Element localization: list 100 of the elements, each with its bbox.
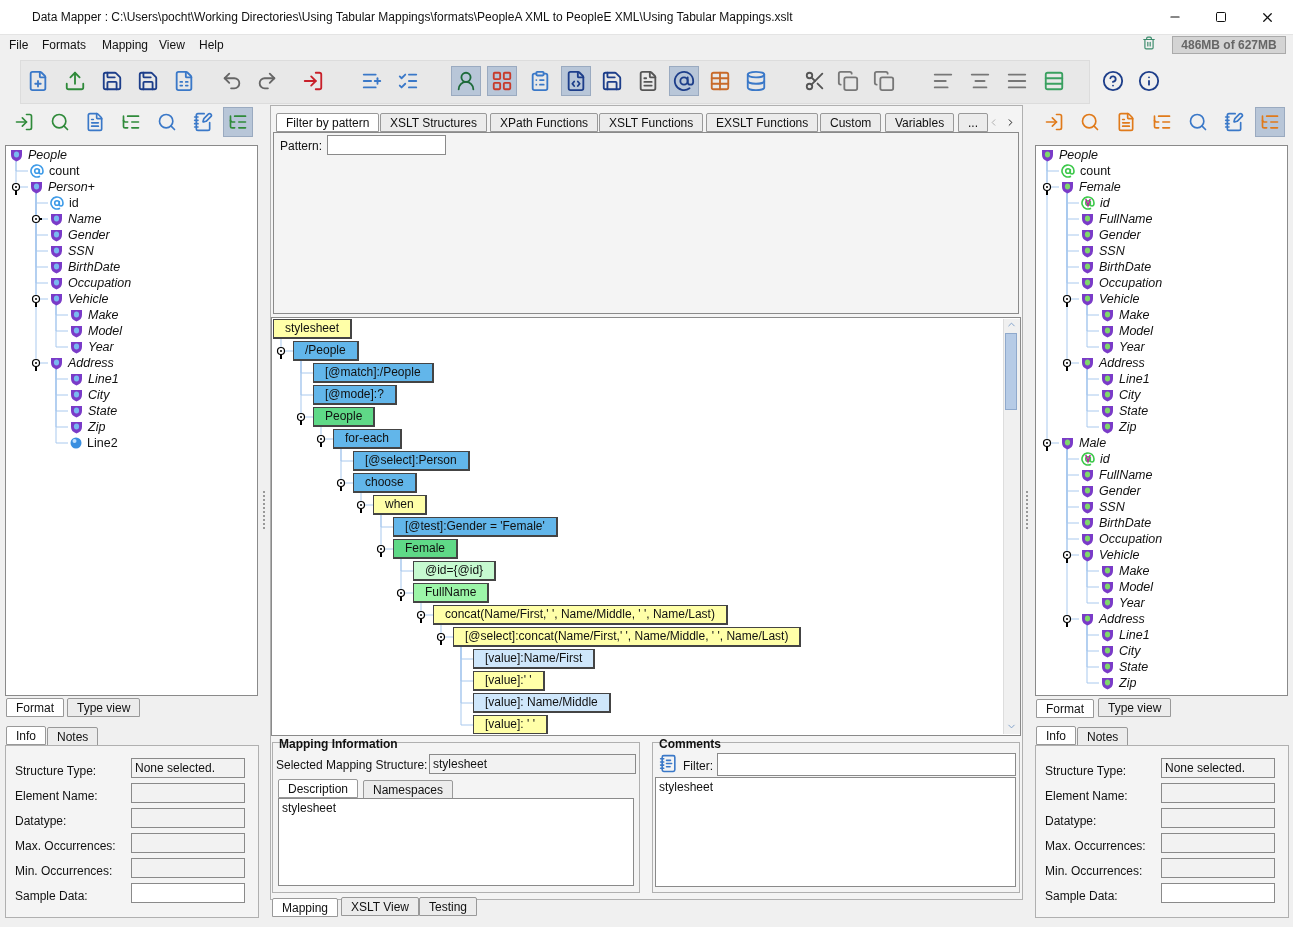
tab: XSLT View bbox=[341, 897, 420, 916]
element-name: SSN bbox=[1099, 244, 1125, 258]
field-label: Sample Data: bbox=[1045, 889, 1118, 903]
element-name: State bbox=[1119, 404, 1149, 418]
mapping-node-box: [@select]:concat(Name/First,' ', Name/Middle, ' ', Name/Last) bbox=[453, 627, 802, 647]
mapping-node-box: for-each bbox=[333, 429, 403, 449]
field-label: Min. Occurrences: bbox=[1045, 864, 1143, 878]
tree-item bbox=[48, 259, 121, 275]
tab: Info bbox=[6, 726, 46, 745]
menu-item: View bbox=[159, 38, 185, 52]
tree-item bbox=[1079, 195, 1110, 211]
tab: Mapping bbox=[272, 898, 339, 917]
tree-item bbox=[48, 211, 102, 227]
tree-line bbox=[440, 624, 454, 638]
element-name: People bbox=[1059, 148, 1098, 162]
tree-item bbox=[1059, 163, 1111, 179]
element-name: Vehicle bbox=[68, 292, 109, 306]
element-name: SSN bbox=[1099, 500, 1125, 514]
element-name: Zip bbox=[1119, 420, 1137, 434]
mapping-node-box: [value]:Name/First bbox=[473, 649, 596, 669]
element-name: FullName bbox=[1099, 468, 1153, 482]
mapping-node-box: choose bbox=[353, 473, 417, 493]
tree-item bbox=[68, 387, 110, 403]
tab: Type view bbox=[67, 698, 141, 717]
tree-line bbox=[15, 160, 29, 188]
tree-item bbox=[1079, 243, 1125, 259]
tree-line bbox=[360, 492, 374, 506]
tree-item bbox=[48, 355, 114, 371]
mapping-node-box: [value]:' ' bbox=[473, 671, 545, 691]
element-name: id bbox=[1100, 196, 1110, 210]
tree-line bbox=[400, 558, 414, 594]
element-name: Make bbox=[88, 308, 119, 322]
tab: XPath Functions bbox=[490, 113, 599, 132]
tree-item bbox=[48, 275, 132, 291]
element-name: Male bbox=[1079, 436, 1107, 450]
tree-line bbox=[1086, 368, 1100, 428]
element-name: BirthDate bbox=[1099, 260, 1152, 274]
field-label: Pattern: bbox=[280, 139, 323, 153]
element-name: City bbox=[1119, 644, 1141, 658]
mapping-node-box: /People bbox=[293, 341, 359, 361]
element-name: Name bbox=[68, 212, 102, 226]
element-name: Vehicle bbox=[1099, 548, 1140, 562]
element-name: Occupation bbox=[1099, 276, 1163, 290]
tree-item bbox=[1079, 499, 1125, 515]
element-name: Vehicle bbox=[1099, 292, 1140, 306]
tree-item bbox=[8, 147, 67, 163]
tree-item bbox=[68, 307, 119, 323]
mapping-node-box: [@select]:Person bbox=[353, 451, 470, 471]
tree-line bbox=[55, 304, 69, 348]
element-name: State bbox=[88, 404, 118, 418]
element-name: Address bbox=[1099, 612, 1145, 626]
element-name: Model bbox=[1119, 580, 1154, 594]
tab: Format bbox=[6, 698, 64, 717]
element-name: Gender bbox=[1099, 228, 1141, 242]
element-name: Address bbox=[1099, 356, 1145, 370]
tree-line bbox=[1066, 192, 1080, 364]
element-name: Year bbox=[1119, 340, 1145, 354]
mapping-node-box: [@match]:/People bbox=[313, 363, 434, 383]
menu-item: Formats bbox=[42, 38, 86, 52]
tree-line bbox=[1066, 448, 1080, 620]
tab: Format bbox=[1036, 699, 1094, 718]
element-name: Female bbox=[1079, 180, 1121, 194]
mapping-node-box: @id={@id} bbox=[413, 561, 497, 581]
element-name: Line2 bbox=[87, 436, 118, 450]
tree-line bbox=[1086, 624, 1100, 684]
field-label: Structure Type: bbox=[1045, 764, 1127, 778]
tree-line bbox=[460, 646, 474, 726]
tree-line bbox=[1086, 304, 1100, 348]
memory-indicator: 486MB of 627MB bbox=[1172, 36, 1286, 54]
mapping-node-box: stylesheet bbox=[273, 319, 353, 339]
tree-line bbox=[1046, 160, 1060, 444]
tree-item bbox=[1099, 387, 1141, 403]
mapping-node-box: [value]: ' ' bbox=[473, 715, 548, 734]
element-name: count bbox=[49, 164, 80, 178]
text-area: stylesheet bbox=[655, 777, 1016, 887]
group-title: Comments bbox=[659, 737, 721, 751]
tree-item bbox=[28, 179, 95, 195]
tab: Info bbox=[1036, 726, 1076, 745]
text-field: None selected. bbox=[131, 758, 245, 778]
tree-item bbox=[1099, 371, 1150, 387]
tab: Filter by pattern bbox=[276, 113, 380, 132]
element-name: Person+ bbox=[48, 180, 95, 194]
tree-item bbox=[68, 435, 118, 451]
tree-line bbox=[380, 514, 394, 550]
tree-item bbox=[1079, 611, 1145, 627]
element-name: id bbox=[1100, 452, 1110, 466]
tree-item bbox=[1099, 643, 1141, 659]
tree-item bbox=[1079, 467, 1153, 483]
tab: XSLT Structures bbox=[380, 113, 487, 132]
tree-item bbox=[1079, 531, 1163, 547]
mapping-node-box: FullName bbox=[413, 583, 490, 603]
element-name: Zip bbox=[88, 420, 106, 434]
tree-item bbox=[1099, 579, 1154, 595]
element-name: count bbox=[1080, 164, 1111, 178]
tree-item bbox=[1079, 355, 1145, 371]
element-name: City bbox=[1119, 388, 1141, 402]
element-name: State bbox=[1119, 660, 1149, 674]
field-label: Element Name: bbox=[1045, 789, 1128, 803]
element-name: Model bbox=[88, 324, 123, 338]
element-name: Gender bbox=[68, 228, 110, 242]
